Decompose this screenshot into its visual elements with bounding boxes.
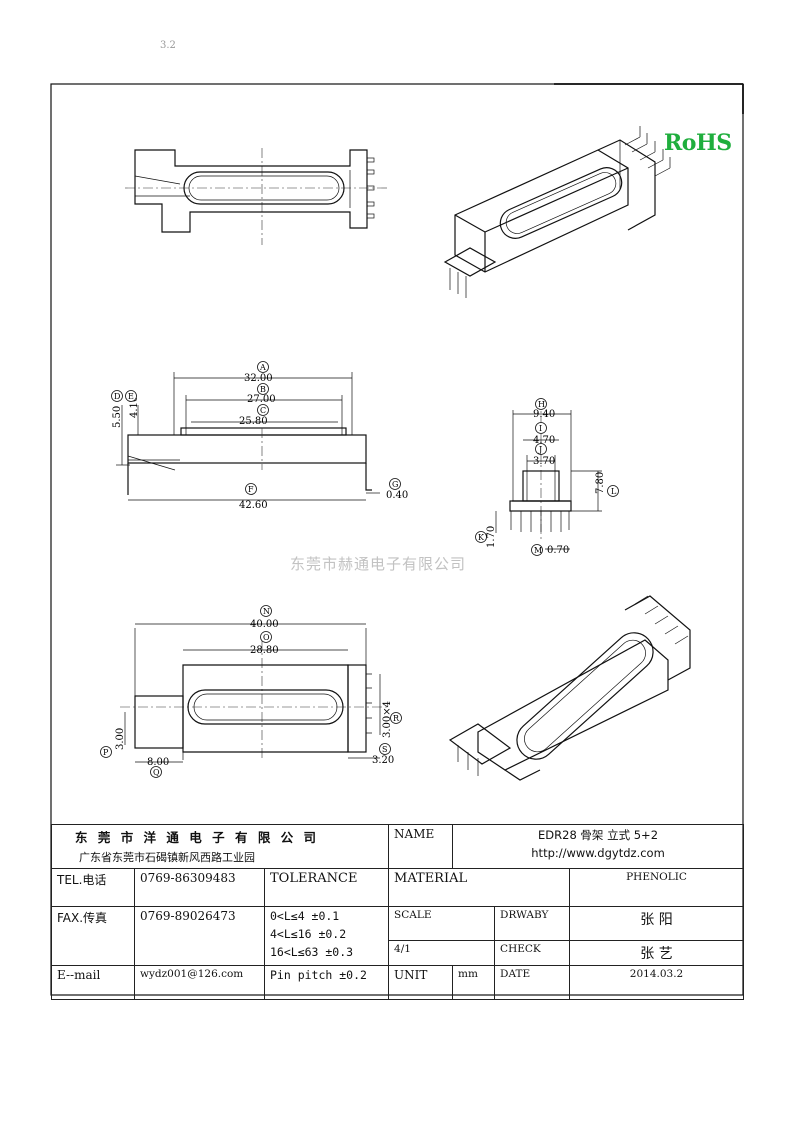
dim-n-value: 40.00 xyxy=(250,619,279,630)
tolerance-row-3: 16<L≤63 ±0.3 xyxy=(270,945,354,959)
svg-text:H: H xyxy=(538,400,545,409)
scale-label: SCALE xyxy=(388,906,496,941)
company-url: http://www.dgytdz.com xyxy=(531,846,665,860)
unit-value: mm xyxy=(452,965,496,1000)
date-label: DATE xyxy=(494,965,571,1000)
dim-r-value: 3.00×4 xyxy=(382,701,393,738)
isometric-view-1 xyxy=(443,126,671,298)
material-label: MATERIAL xyxy=(388,868,571,907)
scale-value: 4/1 xyxy=(388,940,496,966)
name-label: NAME xyxy=(388,824,454,869)
dim-f-value: 42.60 xyxy=(239,500,268,511)
tolerance-row-2: 4<L≤16 ±0.2 xyxy=(270,927,347,941)
name-cell: EDR28 骨架 立式 5+2 http://www.dgytdz.com xyxy=(452,824,745,869)
tolerance-ranges: 0<L≤4 ±0.1 4<L≤16 ±0.2 16<L≤63 ±0.3 xyxy=(263,906,390,966)
email-value: wydz001@126.com xyxy=(134,965,265,1000)
check-label: CHECK xyxy=(494,940,571,966)
dim-j-value: 3.70 xyxy=(533,456,555,467)
dim-h-value: 9.40 xyxy=(533,409,555,420)
rohs-mark: RoHS xyxy=(664,130,732,156)
company-cell: 东 莞 市 洋 通 电 子 有 限 公 司 广东省东莞市石碣镇新风西路工业园 xyxy=(50,824,390,869)
dim-m-value: 0.70 xyxy=(547,545,569,556)
svg-text:N: N xyxy=(263,607,270,616)
tel-label: TEL.电话 xyxy=(51,868,135,907)
email-label: E--mail xyxy=(51,965,135,1000)
svg-text:I: I xyxy=(539,424,542,433)
svg-text:M: M xyxy=(534,546,542,555)
dim-i-value: 4.70 xyxy=(533,435,555,446)
svg-text:G: G xyxy=(392,480,398,489)
check-value: 张 艺 xyxy=(569,940,745,966)
tolerance-label: TOLERANCE xyxy=(263,868,390,907)
svg-text:B: B xyxy=(260,385,266,394)
isometric-view-2 xyxy=(448,595,691,781)
svg-text:E: E xyxy=(128,392,134,401)
dim-s-value: 3.20 xyxy=(372,755,394,766)
tolerance-row-1: 0<L≤4 ±0.1 xyxy=(270,909,340,923)
company-address: 广东省东莞市石碣镇新风西路工业园 xyxy=(79,851,255,864)
dim-p-value: 3.00 xyxy=(115,728,126,750)
tel-value: 0769-86309483 xyxy=(134,868,265,907)
dim-d-value: 5.50 xyxy=(112,406,123,428)
top-view xyxy=(125,148,390,245)
svg-text:C: C xyxy=(260,406,266,415)
watermark: 东莞市赫通电子有限公司 xyxy=(290,555,467,573)
side-view xyxy=(495,398,602,550)
front-view xyxy=(116,372,380,501)
svg-text:F: F xyxy=(248,485,254,494)
bottom-view xyxy=(120,623,390,763)
svg-text:R: R xyxy=(393,714,400,723)
svg-text:L: L xyxy=(611,487,617,496)
drawby-label: DRWABY xyxy=(494,906,571,941)
title-block: 东 莞 市 洋 通 电 子 有 限 公 司 广东省东莞市石碣镇新风西路工业园 N… xyxy=(50,824,745,1000)
pin-pitch: Pin pitch ±0.2 xyxy=(263,965,390,1000)
dim-q-value: 8.00 xyxy=(147,757,169,768)
unit-label: UNIT xyxy=(388,965,454,1000)
part-name: EDR28 骨架 立式 5+2 xyxy=(538,828,659,842)
dim-a-value: 32.00 xyxy=(244,373,273,384)
dim-b-value: 27.00 xyxy=(247,394,276,405)
svg-text:Q: Q xyxy=(153,768,160,777)
dim-k-value: 1.70 xyxy=(486,526,497,548)
dim-e-value: 4.10 xyxy=(129,396,140,418)
svg-text:A: A xyxy=(259,363,266,372)
drawby-value: 张 阳 xyxy=(569,906,745,941)
corner-mark: 3.2 xyxy=(160,40,176,51)
svg-text:J: J xyxy=(538,445,542,454)
material-value: PHENOLIC xyxy=(569,868,745,907)
svg-text:S: S xyxy=(382,745,387,754)
company-name: 东 莞 市 洋 通 电 子 有 限 公 司 xyxy=(75,830,320,845)
dim-c-value: 25.80 xyxy=(239,416,268,427)
svg-text:P: P xyxy=(103,748,109,757)
svg-text:D: D xyxy=(114,392,120,401)
svg-text:K: K xyxy=(478,533,485,542)
svg-text:O: O xyxy=(263,633,270,642)
dim-o-value: 28.80 xyxy=(250,645,279,656)
dim-l-value: 7.80 xyxy=(595,472,606,494)
date-value: 2014.03.2 xyxy=(569,965,745,1000)
dim-g-value: 0.40 xyxy=(386,490,408,501)
fax-label: FAX.传真 xyxy=(51,906,135,966)
fax-value: 0769-89026473 xyxy=(134,906,265,966)
ref-letters: A B C D E F G H I J L K M N O P Q R S xyxy=(100,361,619,778)
